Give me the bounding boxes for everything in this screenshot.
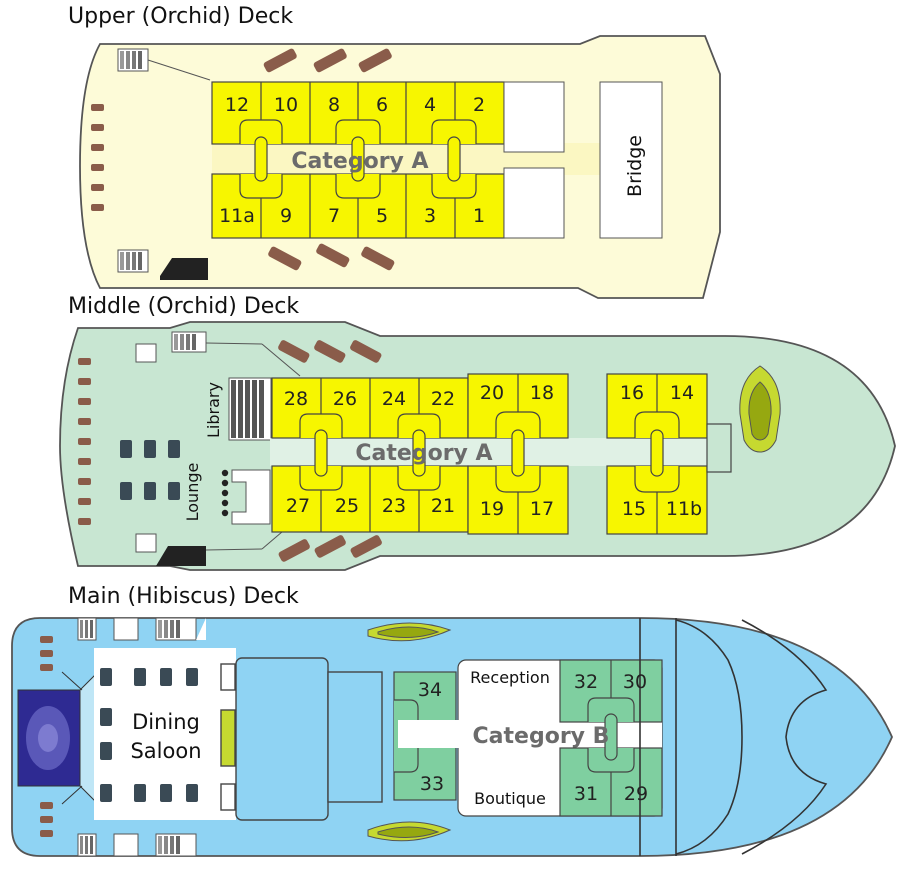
cabin-number: 32	[574, 671, 598, 693]
upper-cabin-numbers: 12 10 8 6 4 2 11a 9 7 5 3 1	[219, 94, 485, 227]
upper-room-a	[503, 81, 565, 153]
main-deck-title: Main (Hibiscus) Deck	[68, 584, 299, 609]
cabin-number: 1	[473, 205, 485, 227]
main-stairs	[77, 617, 206, 857]
middle-lounge-tables	[120, 440, 180, 500]
upper-sun-loungers	[263, 48, 395, 271]
main-corridor	[398, 720, 662, 748]
cabin-number: 12	[225, 94, 249, 116]
middle-stairs-bottom	[135, 519, 297, 566]
upper-stairs-bottom	[117, 249, 208, 280]
cabin-number: 2	[473, 94, 485, 116]
cabin-number: 14	[670, 382, 694, 404]
upper-bathroom-pods	[239, 119, 477, 199]
upper-category-label: Category A	[291, 149, 428, 174]
cabin-number: 34	[418, 679, 442, 701]
cabin-number: 27	[286, 495, 310, 517]
upper-side-chairs	[91, 104, 104, 211]
upper-stairs-top	[117, 48, 211, 81]
middle-side-chairs	[78, 358, 91, 525]
main-cabin-numbers: 34 33 32 30 31 29	[418, 671, 648, 805]
main-stern	[17, 671, 97, 805]
main-side-chairs	[40, 636, 53, 837]
upper-deck: Bridge 12 10 8 6 4 2 11a 9 7 5 3 1 Categ…	[79, 35, 721, 299]
main-galley	[220, 657, 383, 821]
cabin-number: 5	[376, 205, 388, 227]
middle-deck-title: Middle (Orchid) Deck	[68, 294, 300, 319]
cabin-number: 6	[376, 94, 388, 116]
middle-deck: Library Lounge	[59, 321, 896, 571]
reception-label: Reception	[470, 668, 550, 687]
cabin-number: 11b	[666, 498, 702, 520]
bridge-room	[599, 81, 663, 239]
library-label: Library	[204, 382, 223, 438]
middle-cabin-numbers: 28 26 24 22 20 18 16 14 27 25 23 21 19 1…	[284, 382, 702, 520]
cabin-number: 18	[530, 382, 554, 404]
cabin-number: 33	[420, 773, 444, 795]
main-bow	[639, 618, 828, 856]
library-shelves	[228, 377, 272, 441]
cabin-number: 19	[480, 498, 504, 520]
main-lifeboats	[367, 622, 452, 842]
cabin-number: 31	[574, 783, 598, 805]
middle-category-label: Category A	[355, 441, 492, 466]
cabin-number: 21	[431, 495, 455, 517]
cabin-number: 11a	[219, 205, 255, 227]
middle-corridor	[270, 438, 710, 466]
dining-label-line2: Saloon	[130, 739, 201, 763]
cabin-number: 20	[480, 382, 504, 404]
cabin-number: 23	[382, 495, 406, 517]
cabin-number: 16	[620, 382, 644, 404]
bridge-label: Bridge	[624, 135, 646, 197]
dining-label-line1: Dining	[132, 710, 200, 734]
upper-room-b	[503, 167, 565, 239]
cabin-number: 3	[424, 205, 436, 227]
cabin-number: 30	[623, 671, 647, 693]
cabin-number: 9	[280, 205, 292, 227]
main-deck: Dining Saloon	[11, 617, 893, 857]
dining-tables	[100, 668, 198, 802]
boutique-label: Boutique	[474, 789, 546, 808]
main-category-label: Category B	[473, 724, 610, 749]
middle-lifeboat	[739, 365, 781, 453]
middle-stairs-top	[135, 331, 301, 377]
cabin-number: 8	[328, 94, 340, 116]
cabin-number: 24	[382, 388, 406, 410]
cabin-number: 4	[424, 94, 436, 116]
cabin-number: 17	[530, 498, 554, 520]
cabin-number: 10	[274, 94, 298, 116]
lounge-label: Lounge	[183, 463, 202, 522]
cabin-number: 7	[328, 205, 340, 227]
cabin-number: 15	[622, 498, 646, 520]
cabin-number: 28	[284, 388, 308, 410]
cabin-number: 25	[335, 495, 359, 517]
upper-deck-title: Upper (Orchid) Deck	[68, 4, 294, 29]
cabin-number: 22	[431, 388, 455, 410]
cabin-number: 26	[333, 388, 357, 410]
lounge-area	[221, 469, 271, 525]
middle-sun-loungers	[278, 340, 382, 562]
middle-bathroom-pods	[299, 411, 680, 493]
cabin-number: 29	[624, 783, 648, 805]
main-bathroom-pods	[587, 697, 635, 773]
